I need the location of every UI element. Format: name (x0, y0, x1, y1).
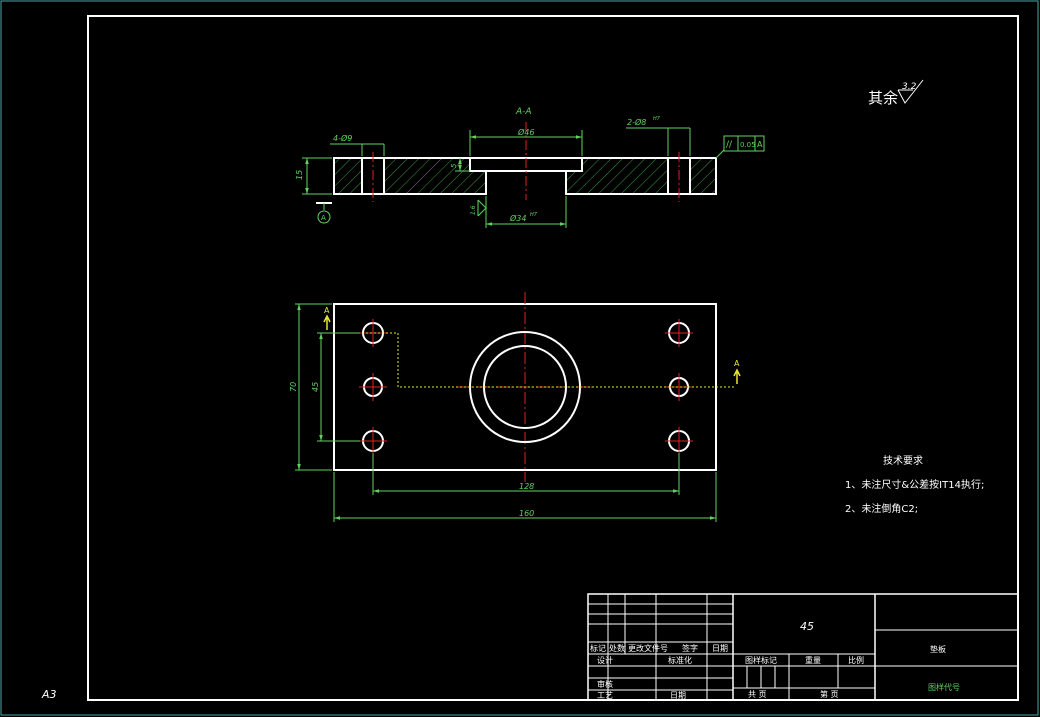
datum-symbol: A (316, 202, 332, 224)
section-cut-path (334, 332, 734, 388)
hatch-left-end (334, 158, 362, 194)
roughness-value: 3.2 (902, 82, 917, 92)
tolerance-datum: A (757, 140, 763, 149)
general-roughness-note: 其余 3.2 (868, 79, 924, 107)
cut-label-right: A (734, 359, 740, 368)
hatch-right-body (582, 158, 668, 194)
dim-thickness: 15 (295, 170, 304, 180)
tb-sheet-no: 第 页 (820, 689, 839, 699)
technical-notes: 技术要求 1、未注尺寸&公差按IT14执行; 2、未注倒角C2; (845, 454, 984, 515)
roughness-prefix: 其余 (868, 89, 898, 107)
tb-date: 日期 (670, 691, 686, 700)
sheet-size-label: A3 (41, 688, 57, 701)
tb-standardize: 标准化 (668, 655, 692, 665)
tb-total-sheets: 共 页 (748, 690, 767, 699)
dim-holes-small: 4-Ø9 (333, 133, 352, 143)
dim-holes-pin: 2-Ø8 (627, 117, 646, 127)
dim-width-total: 160 (519, 509, 534, 518)
dim-bore-bottom-tol: H7 (530, 212, 538, 218)
section-title: A-A (515, 107, 532, 117)
notes-item-2: 2、未注倒角C2; (845, 502, 918, 515)
bore-roughness-icon (477, 199, 487, 217)
tb-drawing-no: 图样代号 (928, 682, 960, 692)
dim-step-depth: 5 (450, 163, 458, 168)
tb-review: 审核 (597, 679, 613, 689)
tolerance-frame: // 0.05 A (723, 135, 765, 152)
tb-process: 工艺 (597, 691, 613, 700)
tb-header-date: 日期 (712, 644, 728, 653)
tb-stage-mark: 图样标记 (745, 655, 777, 665)
roughness-symbol-icon (897, 79, 924, 104)
hatch-center-left (470, 171, 486, 194)
hatch-right-end (690, 158, 716, 194)
datum-label: A (321, 214, 326, 222)
notes-title: 技术要求 (883, 454, 923, 467)
tb-header-doc: 更改文件号 (628, 643, 668, 653)
dim-height-total: 70 (289, 382, 298, 392)
dim-holes-pin-tol: H7 (653, 116, 661, 122)
hatch-left-body (384, 158, 470, 194)
tb-header-sign: 签字 (682, 643, 698, 653)
tb-material: 45 (800, 620, 814, 633)
tb-header-mark: 标记 (590, 643, 606, 653)
section-view-a-a: A-A (295, 107, 765, 228)
dim-hole-pitch-y: 45 (311, 382, 320, 392)
inner-frame (87, 15, 1019, 701)
notes-item-1: 1、未注尺寸&公差按IT14执行; (845, 478, 984, 491)
tb-scale: 比例 (848, 655, 864, 665)
tb-part-name: 垫板 (930, 644, 946, 654)
title-block-text: 标记 处数 更改文件号 签字 日期 设计 标准化 审核 工艺 日期 45 图样标… (590, 620, 946, 700)
dim-bore-top: Ø46 (517, 127, 534, 137)
title-block (587, 593, 1019, 701)
tolerance-symbol: // (726, 140, 733, 150)
hatch-center-right (566, 171, 582, 194)
dim-bore-bottom: Ø34 (509, 213, 526, 223)
plan-view: A A 160 128 70 45 (289, 292, 741, 522)
tb-header-count: 处数 (609, 643, 625, 653)
section-outline (333, 157, 717, 195)
cut-label-left: A (324, 306, 330, 315)
tb-weight: 重量 (805, 655, 821, 665)
bore-roughness-value: 1.6 (470, 205, 477, 215)
tb-design: 设计 (597, 655, 613, 665)
tolerance-value: 0.05 (740, 141, 756, 149)
dim-hole-pitch-x: 128 (519, 482, 534, 491)
